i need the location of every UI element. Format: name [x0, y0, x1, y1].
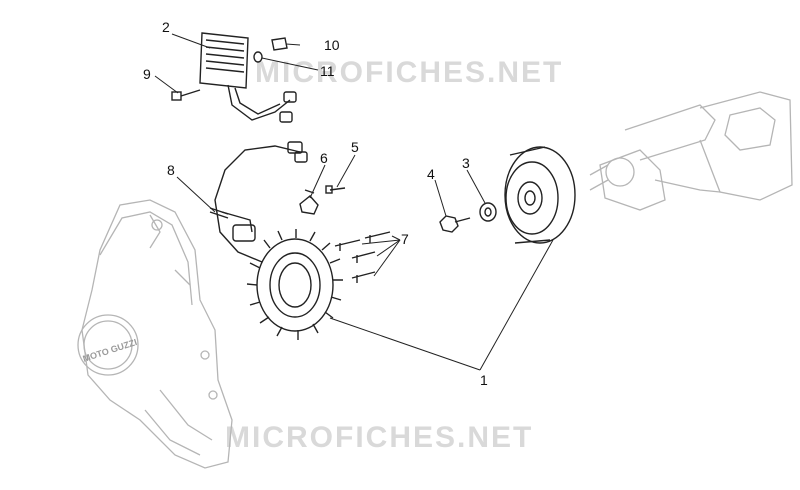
- leader-lines: [154, 33, 554, 371]
- flywheel-rotor: [504, 146, 576, 244]
- crankshaft: [589, 91, 793, 211]
- callout-4: 4: [427, 166, 435, 182]
- stator: [246, 229, 343, 340]
- callout-labels: 2 10 11 9 8 6 5 4 3 7 1: [143, 19, 488, 388]
- callout-1: 1: [480, 372, 488, 388]
- voltage-regulator: [199, 32, 297, 123]
- flywheel-nut: [439, 215, 471, 233]
- callout-5: 5: [351, 139, 359, 155]
- watermark-top: MICROFICHES.NET: [255, 56, 563, 89]
- cable-clamp: [299, 189, 319, 215]
- flywheel-washer: [479, 202, 497, 222]
- callout-8: 8: [167, 162, 175, 178]
- cover-emblem: MOTO GUZZI: [82, 337, 139, 364]
- watermark-bottom: MICROFICHES.NET: [225, 421, 533, 454]
- clamp-screw: [325, 185, 346, 194]
- stator-screws: [334, 231, 391, 283]
- callout-6: 6: [320, 150, 328, 166]
- callout-2: 2: [162, 19, 170, 35]
- callout-9: 9: [143, 66, 151, 82]
- callout-3: 3: [462, 155, 470, 171]
- stator-wiring-harness: [209, 141, 308, 263]
- engine-side-cover: MOTO GUZZI: [77, 199, 233, 469]
- clip-and-washer: [253, 37, 288, 63]
- callout-10: 10: [324, 37, 340, 53]
- callout-7: 7: [401, 231, 409, 247]
- callout-11: 11: [320, 63, 335, 79]
